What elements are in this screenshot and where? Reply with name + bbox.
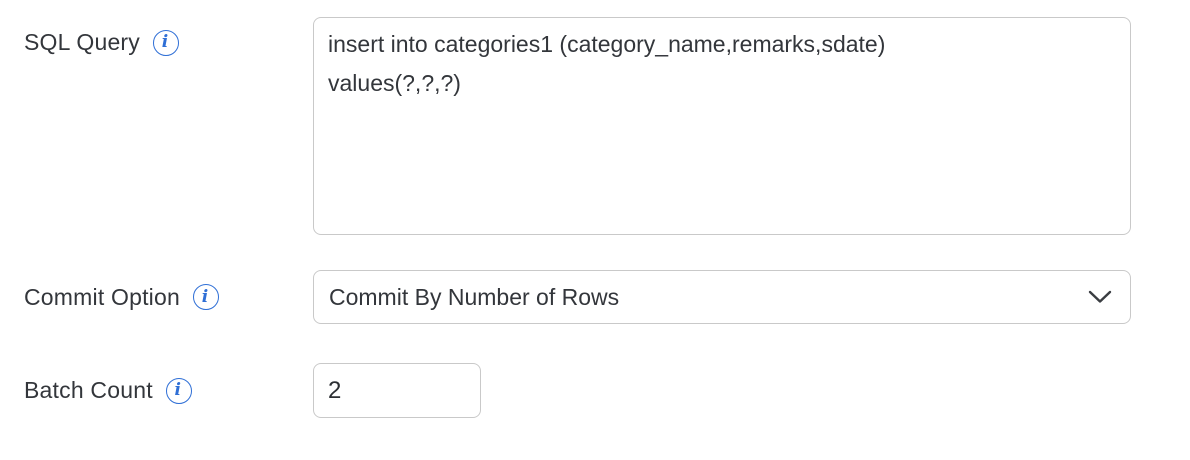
commit-option-row: Commit Option i Commit By Number of Rows (24, 270, 1131, 324)
commit-option-info-icon[interactable]: i (192, 284, 219, 310)
sql-query-textarea[interactable]: insert into categories1 (category_name,r… (313, 17, 1131, 235)
sql-query-label: SQL Query (24, 29, 140, 55)
commit-option-label: Commit Option (24, 283, 180, 310)
batch-count-label-cell: Batch Count i (24, 377, 313, 404)
commit-option-label-cell: Commit Option i (24, 284, 313, 311)
chevron-down-icon (1088, 290, 1112, 303)
batch-count-label: Batch Count (24, 377, 153, 403)
batch-count-row: Batch Count i (24, 363, 1131, 418)
sql-query-label-cell: SQL Query i (24, 17, 313, 56)
batch-count-info-icon[interactable]: i (165, 377, 192, 404)
sql-query-row: SQL Query i insert into categories1 (cat… (24, 17, 1131, 235)
sql-query-info-icon[interactable]: i (153, 29, 179, 56)
batch-count-input[interactable] (313, 363, 481, 418)
commit-option-select[interactable]: Commit By Number of Rows (313, 270, 1131, 324)
commit-option-selected-value: Commit By Number of Rows (329, 283, 620, 310)
